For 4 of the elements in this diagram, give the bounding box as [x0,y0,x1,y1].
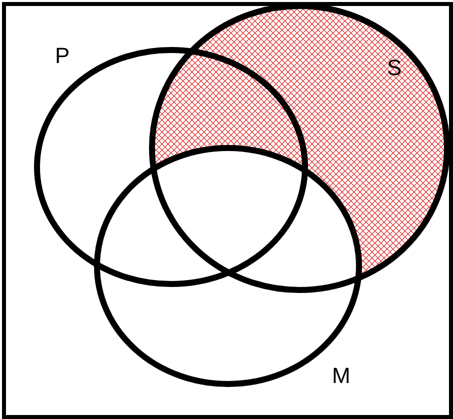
set-circle [94,145,362,387]
set-label: P [55,44,70,68]
set-circle [34,47,308,287]
set-label: M [332,364,350,388]
